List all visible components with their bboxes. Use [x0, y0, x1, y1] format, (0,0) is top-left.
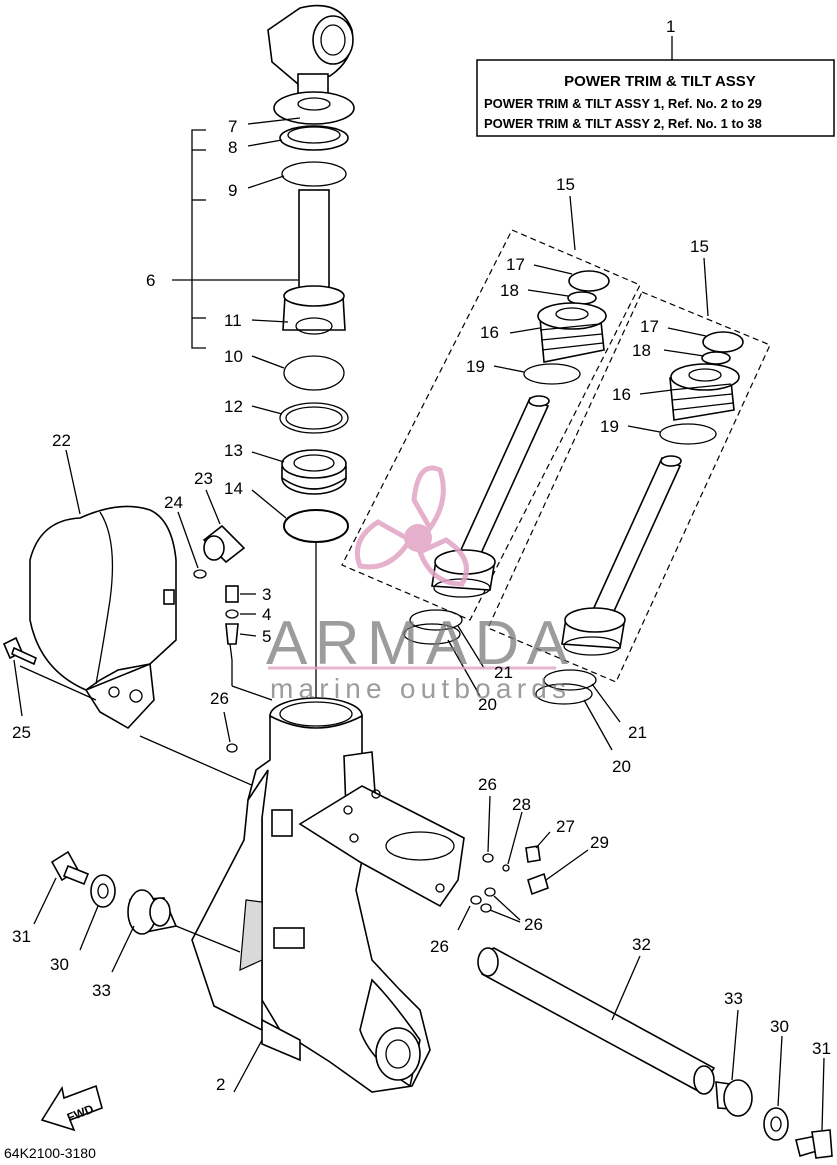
callout-19b: 19: [600, 417, 619, 436]
tilt-motor-reservoir: [19, 449, 341, 825]
callout-20b: 20: [612, 757, 631, 776]
callout-13: 13: [224, 441, 243, 460]
title-box: 1 POWER TRIM & TILT ASSY POWER TRIM & TI…: [476, 17, 835, 137]
callout-28: 28: [512, 795, 531, 814]
callout-31a: 31: [12, 927, 31, 946]
callout-33a: 33: [92, 981, 111, 1000]
title-box-line-assy1: POWER TRIM & TILT ASSY 1, Ref. No. 2 to …: [484, 96, 762, 111]
callout-10: 10: [224, 347, 243, 366]
callout-29: 29: [590, 833, 609, 852]
fwd-arrow-icon: FWD: [40, 1084, 103, 1132]
trim-cylinder-assembly-2: [487, 257, 771, 683]
callout-26b: 26: [478, 775, 497, 794]
cylinder-body: [191, 697, 465, 1093]
callout-21a: 21: [494, 663, 513, 682]
callout-30b: 30: [770, 1017, 789, 1036]
title-box-line-assy2: POWER TRIM & TILT ASSY 2, Ref. No. 1 to …: [484, 116, 762, 131]
callout-27: 27: [556, 817, 575, 836]
callout-15a: 15: [556, 175, 575, 194]
callout-23: 23: [194, 469, 213, 488]
callout-19a: 19: [466, 357, 485, 376]
callout-26c: 26: [524, 915, 543, 934]
callout-20a: 20: [478, 695, 497, 714]
callout-25: 25: [12, 723, 31, 742]
title-box-heading: POWER TRIM & TILT ASSY: [564, 73, 756, 90]
armada-watermark: ARMADA marine outboards: [266, 465, 569, 704]
callout-31b: 31: [812, 1039, 831, 1058]
callout-16b: 16: [612, 385, 631, 404]
propeller-logo-icon: [354, 465, 469, 587]
small-parts: [2, 489, 273, 753]
callout-18b: 18: [632, 341, 651, 360]
callout-11: 11: [224, 311, 242, 330]
title-box-ref: 1: [666, 17, 675, 36]
callout-32: 32: [632, 935, 651, 954]
callout-26a: 26: [210, 689, 229, 708]
callout-26d: 26: [430, 937, 449, 956]
callout-17a: 17: [506, 255, 525, 274]
tilt-shaft-hardware: [33, 850, 833, 1159]
callout-4: 4: [262, 605, 271, 624]
callout-15b: 15: [690, 237, 709, 256]
callout-6: 6: [146, 271, 155, 290]
callout-22: 22: [52, 431, 71, 450]
callout-labels: 2 3 4 5 6 7 8 9 10 11 12 13 14 15 15 16 …: [12, 117, 831, 1094]
callout-5: 5: [262, 627, 271, 646]
callout-24: 24: [164, 493, 183, 512]
diagram-code: 64K2100-3180: [4, 1145, 96, 1161]
callout-2: 2: [216, 1075, 225, 1094]
trim-cylinder-assembly-1: [341, 195, 641, 621]
tilt-rod-assembly: [172, 4, 355, 712]
callout-17b: 17: [640, 317, 659, 336]
callout-12: 12: [224, 397, 243, 416]
callout-33b: 33: [724, 989, 743, 1008]
valve-parts-26-29: [457, 795, 589, 931]
callout-14: 14: [224, 479, 243, 498]
callout-18a: 18: [500, 281, 519, 300]
callout-30a: 30: [50, 955, 69, 974]
callout-3: 3: [262, 585, 271, 604]
callout-21b: 21: [628, 723, 647, 742]
callout-8: 8: [228, 138, 237, 157]
callout-16a: 16: [480, 323, 499, 342]
callout-9: 9: [228, 181, 237, 200]
callout-7: 7: [228, 117, 237, 136]
